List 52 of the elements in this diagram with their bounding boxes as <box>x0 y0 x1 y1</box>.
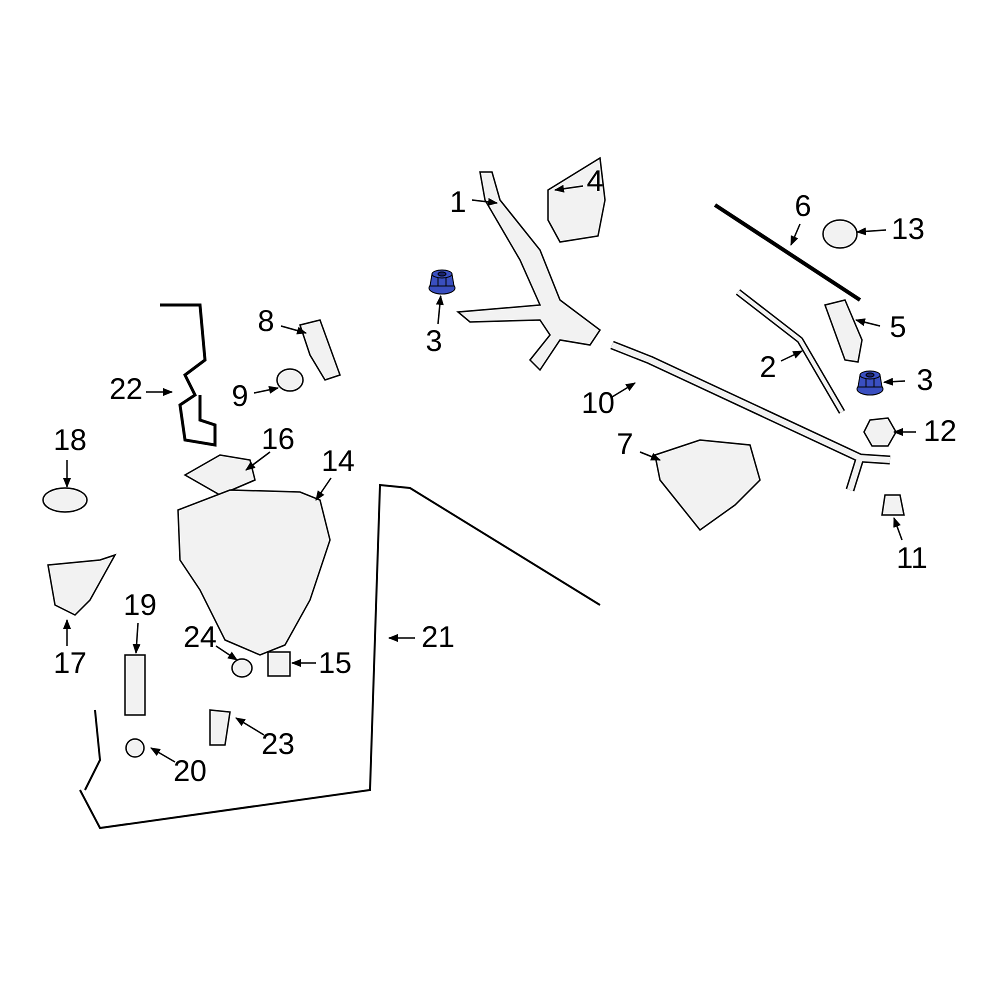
leader-line <box>882 378 906 386</box>
leader-line <box>790 224 801 246</box>
leader-line <box>245 451 270 471</box>
callout-number: 13 <box>891 215 925 245</box>
leader-line <box>780 350 803 362</box>
callout-number: 15 <box>318 649 352 679</box>
leader-line <box>254 386 279 394</box>
leader-line <box>612 382 636 398</box>
callout-number: 22 <box>109 375 143 405</box>
callout-number: 7 <box>616 430 634 460</box>
callout-number: 9 <box>232 382 248 412</box>
leader-line <box>235 717 264 736</box>
leader-line <box>640 451 661 461</box>
callout-number: 3 <box>426 327 442 357</box>
callout-number: 14 <box>321 447 355 477</box>
callout-number: 5 <box>890 313 906 343</box>
callout-number: 17 <box>53 649 87 679</box>
nut-icon <box>856 370 884 396</box>
nut-icon <box>428 270 456 294</box>
leader-line <box>893 428 916 436</box>
callout-number: 20 <box>173 757 207 787</box>
callout-number: 1 <box>450 188 466 218</box>
leader-line <box>63 460 71 488</box>
callout-number: 12 <box>923 417 957 447</box>
leader-line <box>132 622 141 654</box>
leader-line <box>146 388 173 396</box>
leader-line <box>436 294 444 324</box>
callout-number: 18 <box>53 426 87 456</box>
leader-line <box>554 184 584 193</box>
leader-line <box>893 517 903 540</box>
leader-line <box>388 634 415 642</box>
leader-line <box>63 619 71 646</box>
callout-number: 23 <box>261 730 295 760</box>
leader-line <box>291 659 316 667</box>
leader-line <box>856 227 886 236</box>
callout-number: 2 <box>760 353 776 383</box>
callout-number: 3 <box>916 366 934 396</box>
leader-line <box>315 478 332 501</box>
callout-number: 19 <box>123 591 157 621</box>
callout-number: 24 <box>183 623 217 653</box>
callout-number: 10 <box>581 389 615 419</box>
callout-number: 6 <box>794 192 812 222</box>
callout-number: 21 <box>421 623 455 653</box>
leader-line <box>472 198 498 206</box>
leader-line <box>216 645 238 661</box>
leader-line <box>150 747 176 763</box>
leader-line <box>855 318 880 327</box>
callout-number: 4 <box>586 167 604 197</box>
callout-number: 16 <box>261 425 295 455</box>
callout-number: 11 <box>896 544 928 574</box>
leader-line <box>280 325 307 334</box>
callout-number: 8 <box>258 307 274 337</box>
